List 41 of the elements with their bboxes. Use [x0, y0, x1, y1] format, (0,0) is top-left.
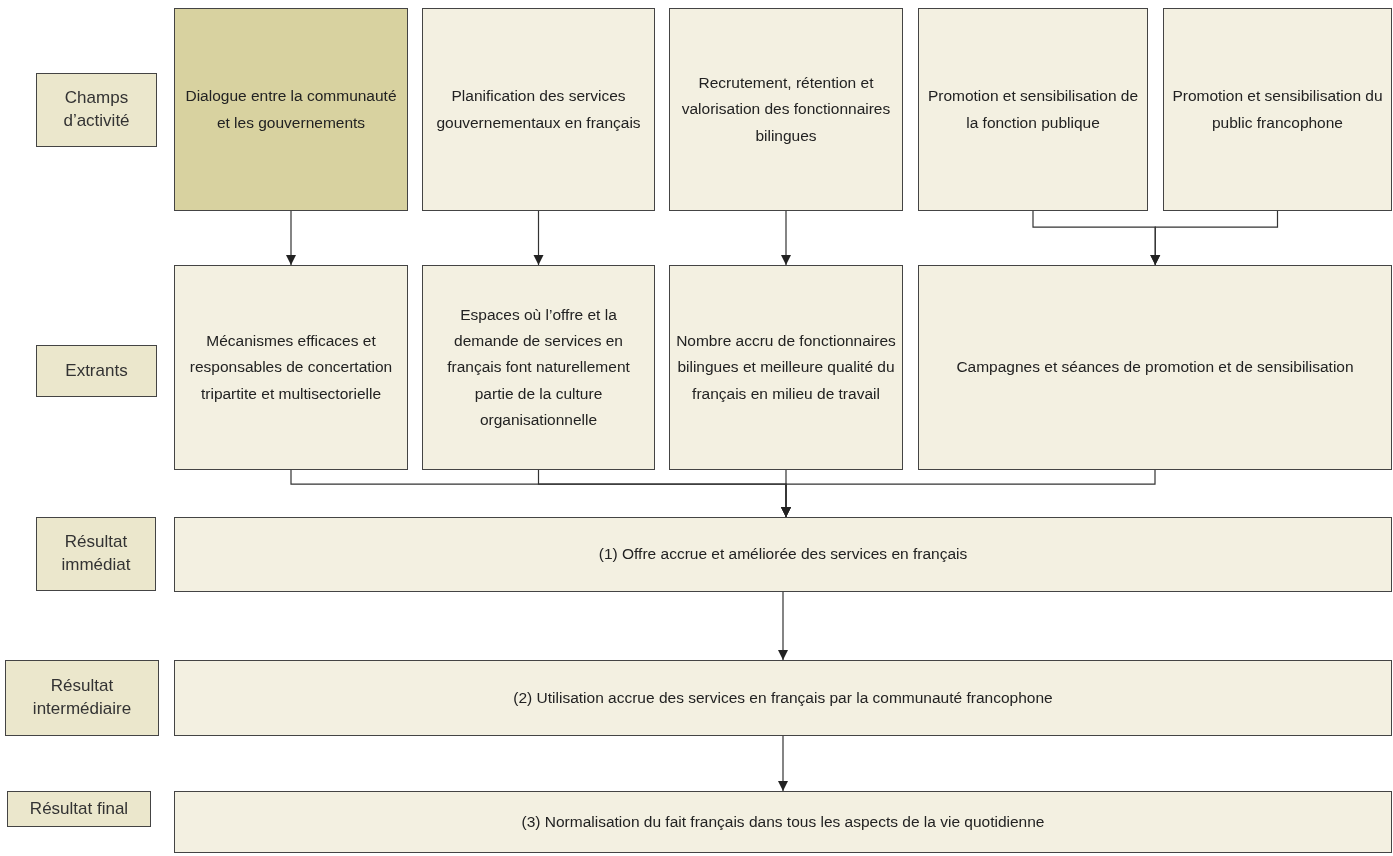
process-box [918, 8, 1148, 211]
box-text: Extrants [64, 359, 129, 382]
box-text: Promotion et sensibilisation de la fonction publique [926, 86, 1140, 133]
row-label-box [36, 73, 157, 147]
box-text: Campagnes et séances de promotion et de sensibilisation [955, 357, 1355, 378]
row-label-box [36, 517, 156, 591]
arrow [781, 210, 791, 266]
arrow [778, 735, 788, 792]
box-text: Résultat immédiat [60, 531, 132, 576]
process-box [669, 8, 903, 211]
process-box [174, 517, 1392, 592]
box-text: Champs d’activité [62, 87, 131, 132]
box-text: Nombre accru de fonctionnaires bilingues et meilleure qualité du français en milieu de travail [675, 331, 897, 404]
process-box [174, 660, 1392, 736]
box-text: Résultat intermédiaire [31, 675, 133, 720]
arrow [781, 469, 1156, 518]
box-text: Planification des services gouvernementaux en français [435, 86, 642, 133]
box-text: Dialogue entre la communauté et les gouvernements [184, 86, 398, 133]
box-text: Mécanismes efficaces et responsables de concertation tripartite et multisectorielle [188, 331, 394, 404]
arrow [1150, 210, 1279, 266]
arrow [533, 210, 544, 266]
box-text: (1) Offre accrue et améliorée des services en français [597, 544, 969, 565]
box-text: (3) Normalisation du fait français dans tous les aspects de la vie quotidienne [520, 811, 1046, 832]
box-text: (2) Utilisation accrue des services en français par la communauté francophone [512, 687, 1054, 708]
row-label-box [7, 791, 151, 827]
process-box [174, 265, 408, 470]
box-text: Résultat final [28, 797, 130, 820]
process-box [422, 265, 655, 470]
process-box [174, 791, 1392, 853]
box-text: Espaces où l’offre et la demande de services en français font naturellement partie de la culture organisationnelle [446, 304, 631, 430]
row-label-box [5, 660, 159, 736]
row-label-box [36, 345, 157, 397]
process-box [422, 8, 655, 211]
process-box [1163, 8, 1392, 211]
box-text: Recrutement, rétention et valorisation des fonctionnaires bilingues [680, 73, 892, 146]
process-box [918, 265, 1392, 470]
box-text: Promotion et sensibilisation du public francophone [1171, 86, 1384, 133]
arrow [286, 210, 296, 266]
arrow [778, 591, 788, 661]
process-box [669, 265, 903, 470]
process-box [174, 8, 408, 211]
